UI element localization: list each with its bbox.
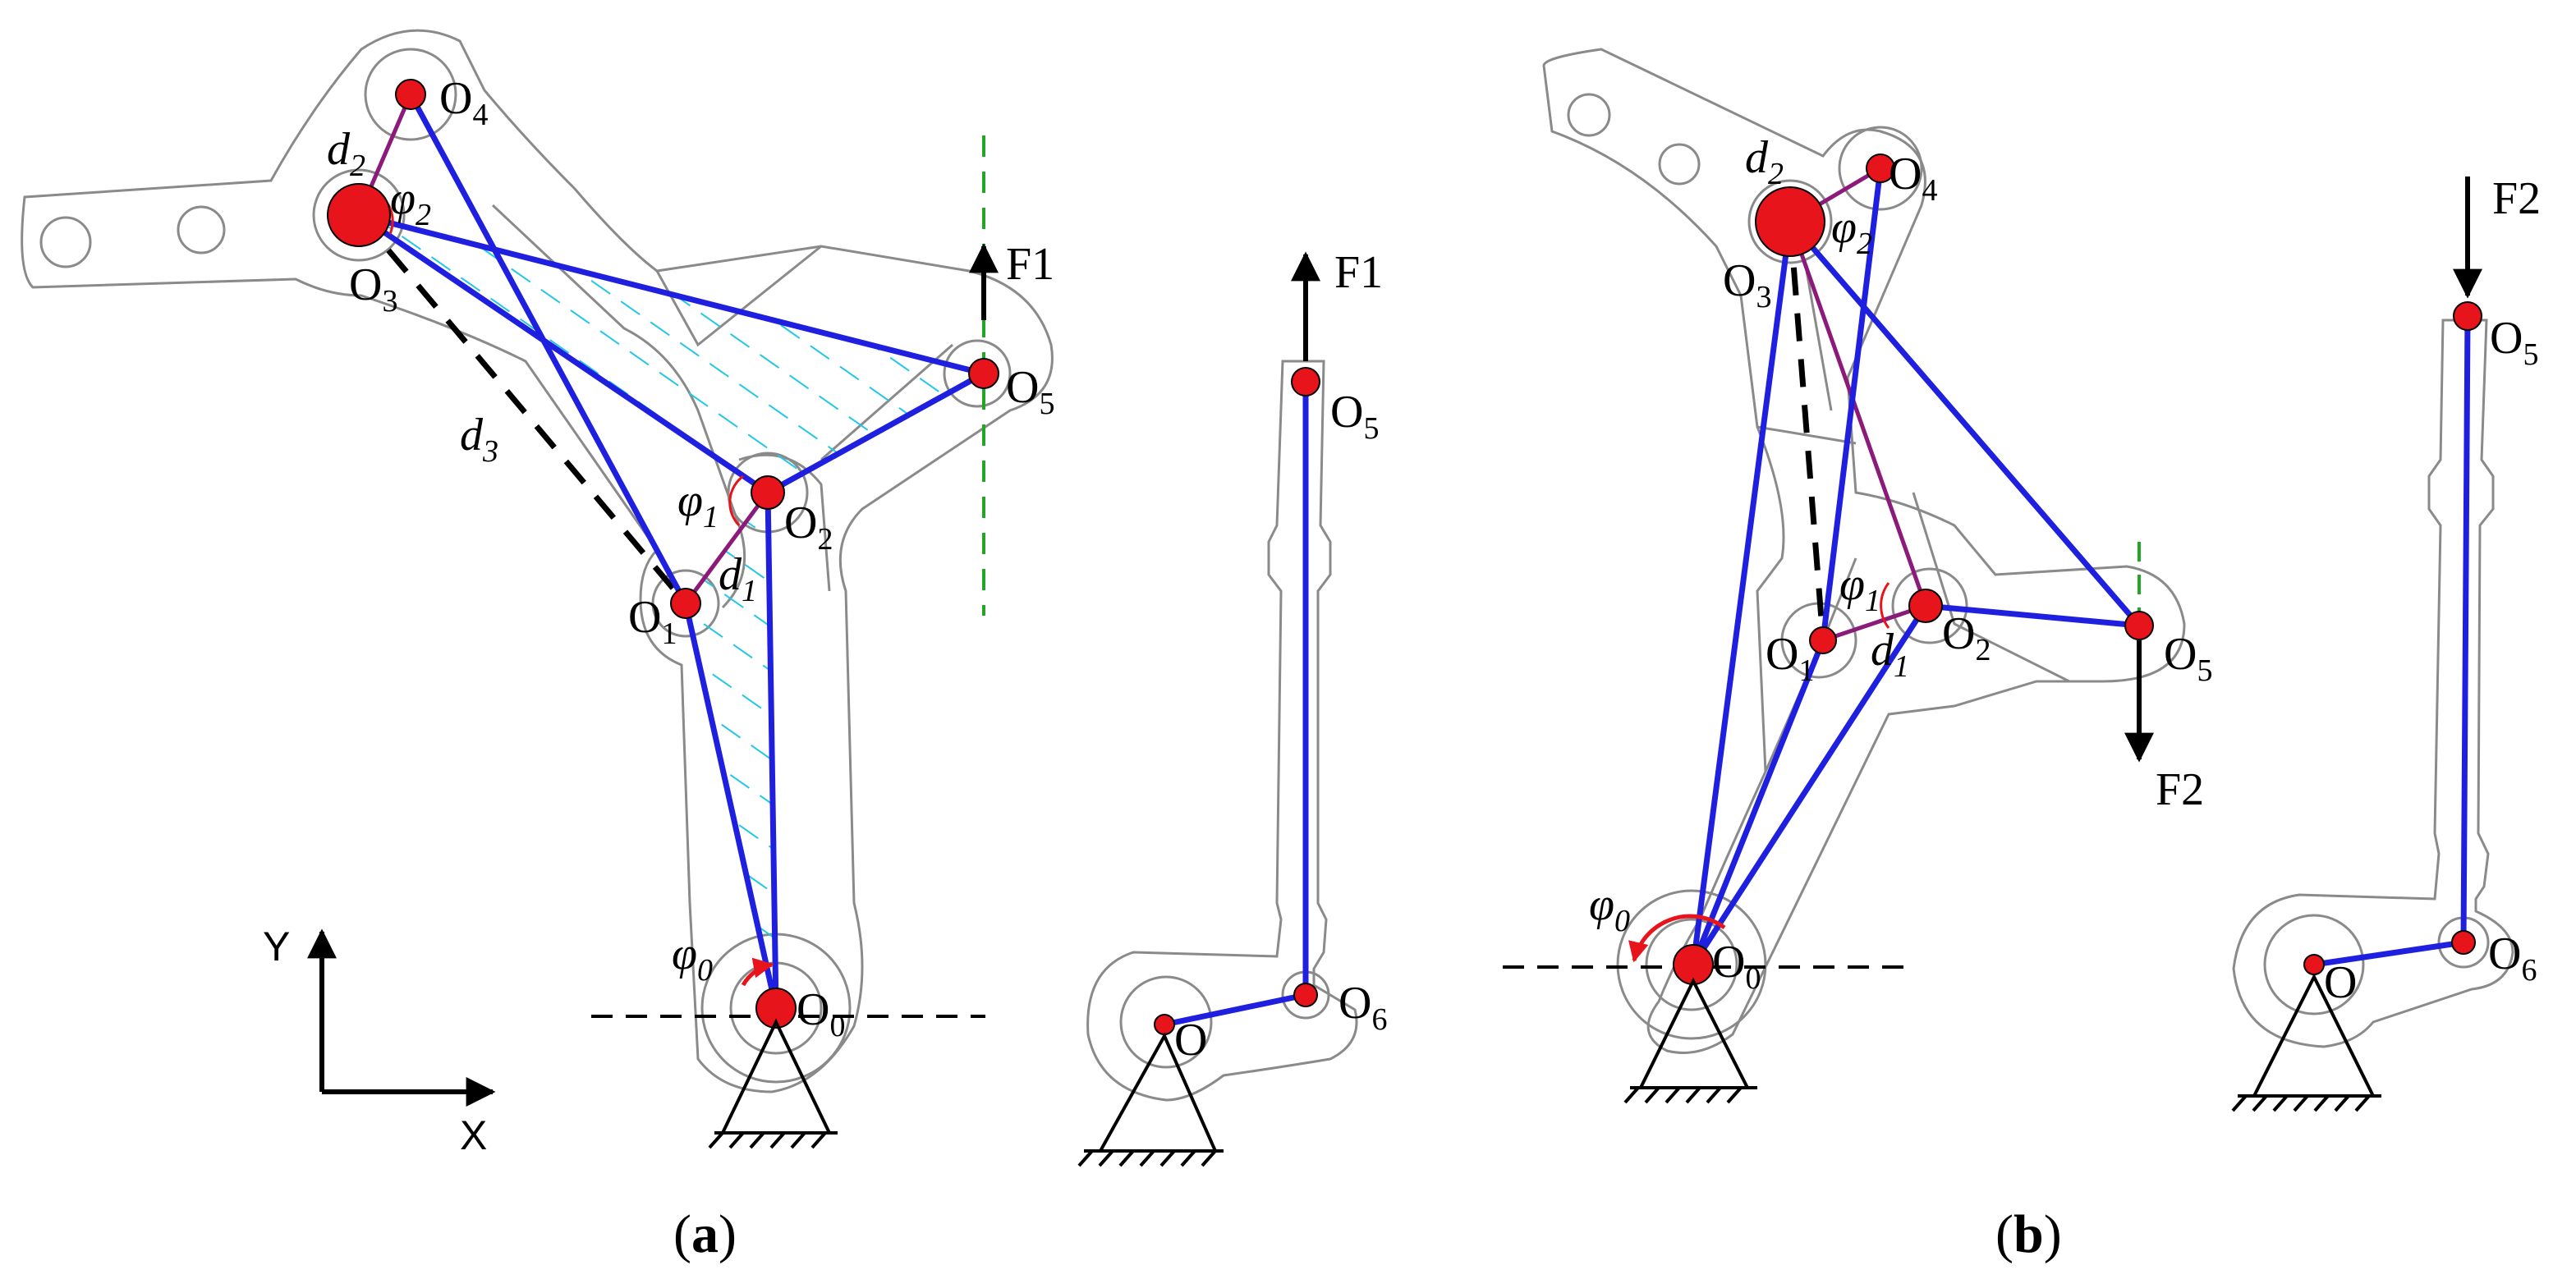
panel-a-label-d2: d2 — [327, 124, 365, 183]
panel-a-d3-dashed-line — [356, 213, 688, 606]
panel-a-side-ground — [1077, 1032, 1224, 1167]
panel-a-label-phi0: φ0 — [672, 928, 713, 988]
panel-a-joint-o2 — [751, 475, 785, 510]
panel-a-label-o1: O1 — [628, 592, 677, 651]
panel-b-side-label-o5: O5 — [2490, 313, 2538, 372]
panel-b-joint-o2 — [1908, 589, 1943, 623]
panel-b-label-d1: d1 — [1871, 625, 1909, 684]
panel-b-label-o0: O0 — [1712, 937, 1761, 996]
panel-a-joints — [327, 79, 999, 1029]
panel-a-caption: (a) — [673, 1204, 737, 1264]
panel-b-joint-o1 — [1809, 626, 1837, 654]
panel-b-side-label-o: O — [2324, 957, 2357, 1008]
panel-a-side-label-force: F1 — [1334, 247, 1383, 298]
panel-b-label-o1: O1 — [1766, 629, 1814, 688]
panel-b-body-outline — [1542, 48, 2186, 1054]
panel-b-label-o3: O3 — [1723, 255, 1771, 314]
panel-b-label-force: F2 — [2156, 764, 2204, 815]
panel-a-side-label-o6: O6 — [1339, 978, 1387, 1037]
panel-b-label-o2: O2 — [1942, 608, 1991, 667]
panel-a-side-label-o5: O5 — [1330, 387, 1379, 446]
panel-a-side-crank — [1164, 992, 1306, 1028]
panel-a-label-phi2: φ2 — [390, 173, 431, 232]
panel-b-side-view: F2 O5 O6 O — [2231, 173, 2541, 1112]
panel-b-label-o5: O5 — [2164, 629, 2212, 688]
panel-a-label-phi1: φ1 — [677, 475, 719, 534]
panel-a-hatched-region-lower — [686, 493, 776, 1008]
panel-a-label-d3: d3 — [460, 410, 498, 469]
panel-b-label-o4: O4 — [1889, 149, 1937, 208]
panel-b-side-label-o6: O6 — [2488, 928, 2537, 988]
panel-a-axis-y-label: Y — [263, 924, 290, 970]
panel-a-side-view: F1 O5 O6 O — [1077, 247, 1387, 1167]
panel-b-ground-support — [1623, 977, 1757, 1104]
panel-b-joint-o4 — [1866, 154, 1895, 183]
panel-a-side-joints — [1154, 367, 1320, 1035]
panel-a-label-o2: O2 — [784, 497, 833, 557]
panel-a: O4 O3 O5 O2 O1 O0 d2 φ2 d3 φ1 d1 φ0 F1 Y… — [21, 29, 1054, 1264]
panel-a-phi1-arc — [728, 474, 744, 527]
panel-a-joint-o5 — [968, 358, 999, 389]
panel-b-side-crank — [2313, 939, 2464, 968]
panel-b-d3-dashed-line — [1787, 221, 1826, 641]
panel-a-joint-o1 — [670, 588, 701, 619]
panel-a-label-o4: O4 — [439, 73, 488, 132]
panel-b-joints — [1673, 154, 2154, 985]
panel-b-label-d2: d2 — [1745, 132, 1784, 191]
panel-a-joint-o3 — [327, 183, 391, 247]
panel-b-joint-o5 — [2124, 611, 2154, 640]
panel-a-side-label-o: O — [1174, 1015, 1207, 1066]
panel-b-label-phi2: φ2 — [1831, 202, 1872, 261]
panel-a-ground-support — [708, 1018, 838, 1149]
panel-a-body-outline — [21, 29, 1054, 1093]
panel-a-label-o5: O5 — [1006, 362, 1054, 421]
panel-b-side-label-force: F2 — [2492, 173, 2541, 224]
panel-b-blue-links — [1690, 167, 2142, 966]
panel-b-phi0-arc — [1628, 914, 1726, 963]
panel-a-axis-x-label: X — [460, 1112, 487, 1158]
panel-b-side-joints — [2303, 301, 2482, 975]
panel-b-phi1-arc — [1880, 582, 1890, 629]
panel-a-joint-o0 — [755, 988, 797, 1029]
panel-b-caption: (b) — [1995, 1204, 2062, 1264]
panel-a-label-force: F1 — [1006, 239, 1054, 290]
panel-a-joint-o4 — [395, 79, 426, 110]
panel-b-label-phi0: φ0 — [1589, 879, 1630, 938]
panel-a-label-o0: O0 — [797, 984, 845, 1043]
panel-a-label-d1: d1 — [719, 549, 757, 608]
panel-b-label-phi1: φ1 — [1839, 559, 1880, 618]
panel-b: O4 O3 O5 O2 O1 O0 d2 φ2 φ1 d1 φ0 F2 (b) — [1503, 48, 2212, 1264]
panel-a-label-o3: O3 — [349, 259, 397, 319]
panel-b-side-rod — [2460, 315, 2471, 943]
panel-b-side-ground — [2231, 973, 2381, 1112]
panel-a-axes — [307, 928, 496, 1107]
panel-a-blue-links — [357, 93, 985, 1009]
panel-b-joint-o3 — [1755, 186, 1825, 257]
panel-a-phi0-arc — [741, 957, 774, 987]
